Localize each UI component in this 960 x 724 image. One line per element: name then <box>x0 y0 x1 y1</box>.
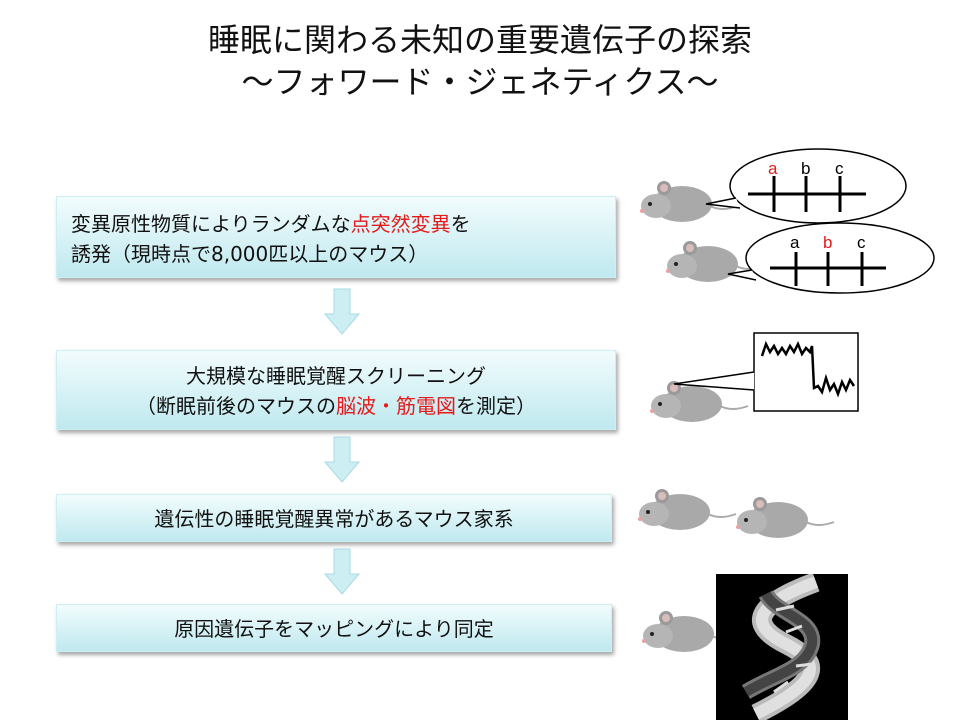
highlight-text: 点突然変異 <box>351 212 451 236</box>
page-title: 睡眠に関わる未知の重要遺伝子の探索 <box>0 20 960 60</box>
gene-label: c <box>835 159 844 178</box>
gene-bubble: a b c <box>726 218 948 298</box>
step-line: 誘発（現時点で8,000匹以上のマウス） <box>71 239 615 269</box>
dna-image <box>716 574 848 720</box>
mouse-icon <box>638 486 738 534</box>
step-text: を <box>451 212 471 236</box>
down-arrow-icon <box>324 288 360 336</box>
step-text: 変異原性物質によりランダムな <box>71 212 351 236</box>
gene-label: c <box>857 233 866 252</box>
down-arrow-icon <box>324 436 360 484</box>
step-text: （断眠前後のマウスの <box>136 394 336 418</box>
step-text: を測定） <box>456 394 536 418</box>
step-box-mapping: 原因遺伝子をマッピングにより同定 <box>56 604 612 652</box>
step-line: 変異原性物質によりランダムな点突然変異を <box>71 209 615 239</box>
eeg-callout <box>670 332 862 414</box>
dna-icon <box>716 574 848 720</box>
step-line: 大規模な睡眠覚醒スクリーニング <box>57 361 615 391</box>
gene-label: b <box>823 233 832 252</box>
step-box-lineage: 遺伝性の睡眠覚醒異常があるマウス家系 <box>56 494 612 542</box>
highlight-text: 脳波・筋電図 <box>336 394 456 418</box>
step-line: （断眠前後のマウスの脳波・筋電図を測定） <box>57 391 615 421</box>
step-box-screening: 大規模な睡眠覚醒スクリーニング （断眠前後のマウスの脳波・筋電図を測定） <box>56 350 616 430</box>
down-arrow-icon <box>324 548 360 596</box>
gene-label: a <box>790 233 800 252</box>
gene-label: a <box>768 159 778 178</box>
mouse-icon <box>736 494 836 542</box>
gene-label: b <box>801 159 810 178</box>
step-box-mutagenesis: 変異原性物質によりランダムな点突然変異を 誘発（現時点で8,000匹以上のマウス… <box>56 196 616 278</box>
page-subtitle: ～フォワード・ジェネティクス～ <box>0 62 960 102</box>
